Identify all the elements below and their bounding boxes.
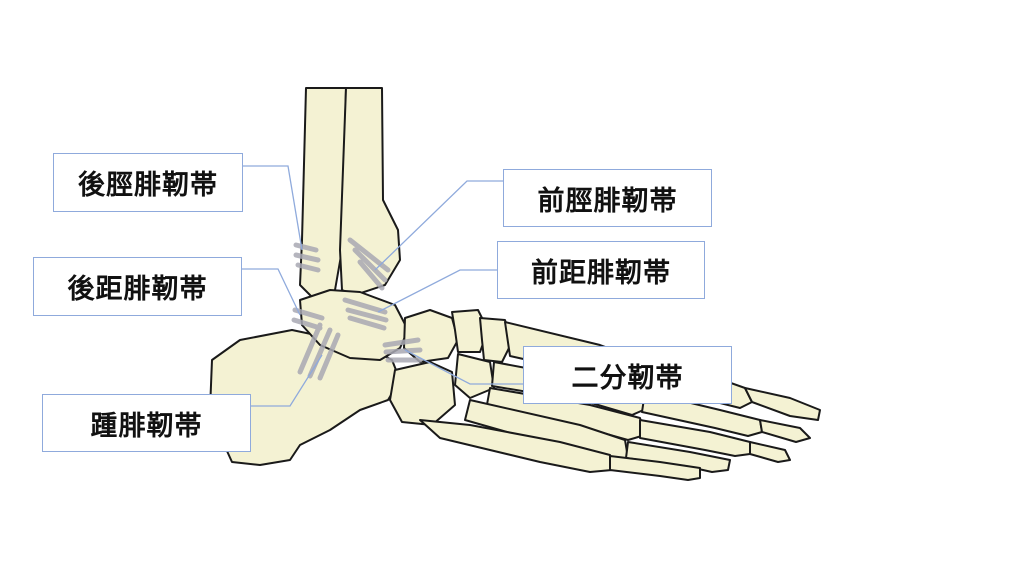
ligament-anterior-tibiofibular (347, 237, 391, 291)
cuneiform-2 (479, 317, 513, 363)
leader-anterior-talofibular (377, 269, 497, 313)
leader-posterior-tibiofibular (243, 165, 303, 251)
leader-posterior-talofibular (242, 268, 301, 316)
cuneiform-1 (451, 309, 489, 353)
leader-bifurcate (404, 349, 523, 385)
label-posterior-talofibular-ligament: 後距腓靭帯 (33, 257, 242, 316)
ligaments (291, 237, 423, 381)
leader-calcaneofibular (251, 354, 323, 407)
label-calcaneofibular-ligament: 踵腓靭帯 (42, 394, 251, 452)
leader-anterior-tibiofibular (374, 180, 503, 271)
phalanx-1-distal (744, 387, 821, 421)
label-anterior-talofibular-ligament: 前距腓靭帯 (497, 241, 705, 299)
cuneiform-3 (454, 353, 495, 399)
label-anterior-tibiofibular-ligament: 前脛腓靭帯 (503, 169, 712, 227)
phalanx-3-distal (749, 441, 791, 463)
phalanx-2-distal (759, 419, 811, 443)
ligament-posterior-talofibular (291, 307, 325, 331)
cuboid (389, 361, 456, 426)
ligament-bifurcate (382, 337, 423, 363)
label-bifurcate-ligament: 二分靭帯 (523, 346, 732, 404)
leader-lines (242, 165, 523, 407)
phalanx-5 (609, 455, 701, 481)
phalanx-3 (639, 419, 751, 457)
ligament-anterior-talofibular (342, 297, 389, 331)
ligament-posterior-tibiofibular (293, 242, 321, 273)
label-posterior-tibiofibular-ligament: 後脛腓靭帯 (53, 153, 243, 212)
